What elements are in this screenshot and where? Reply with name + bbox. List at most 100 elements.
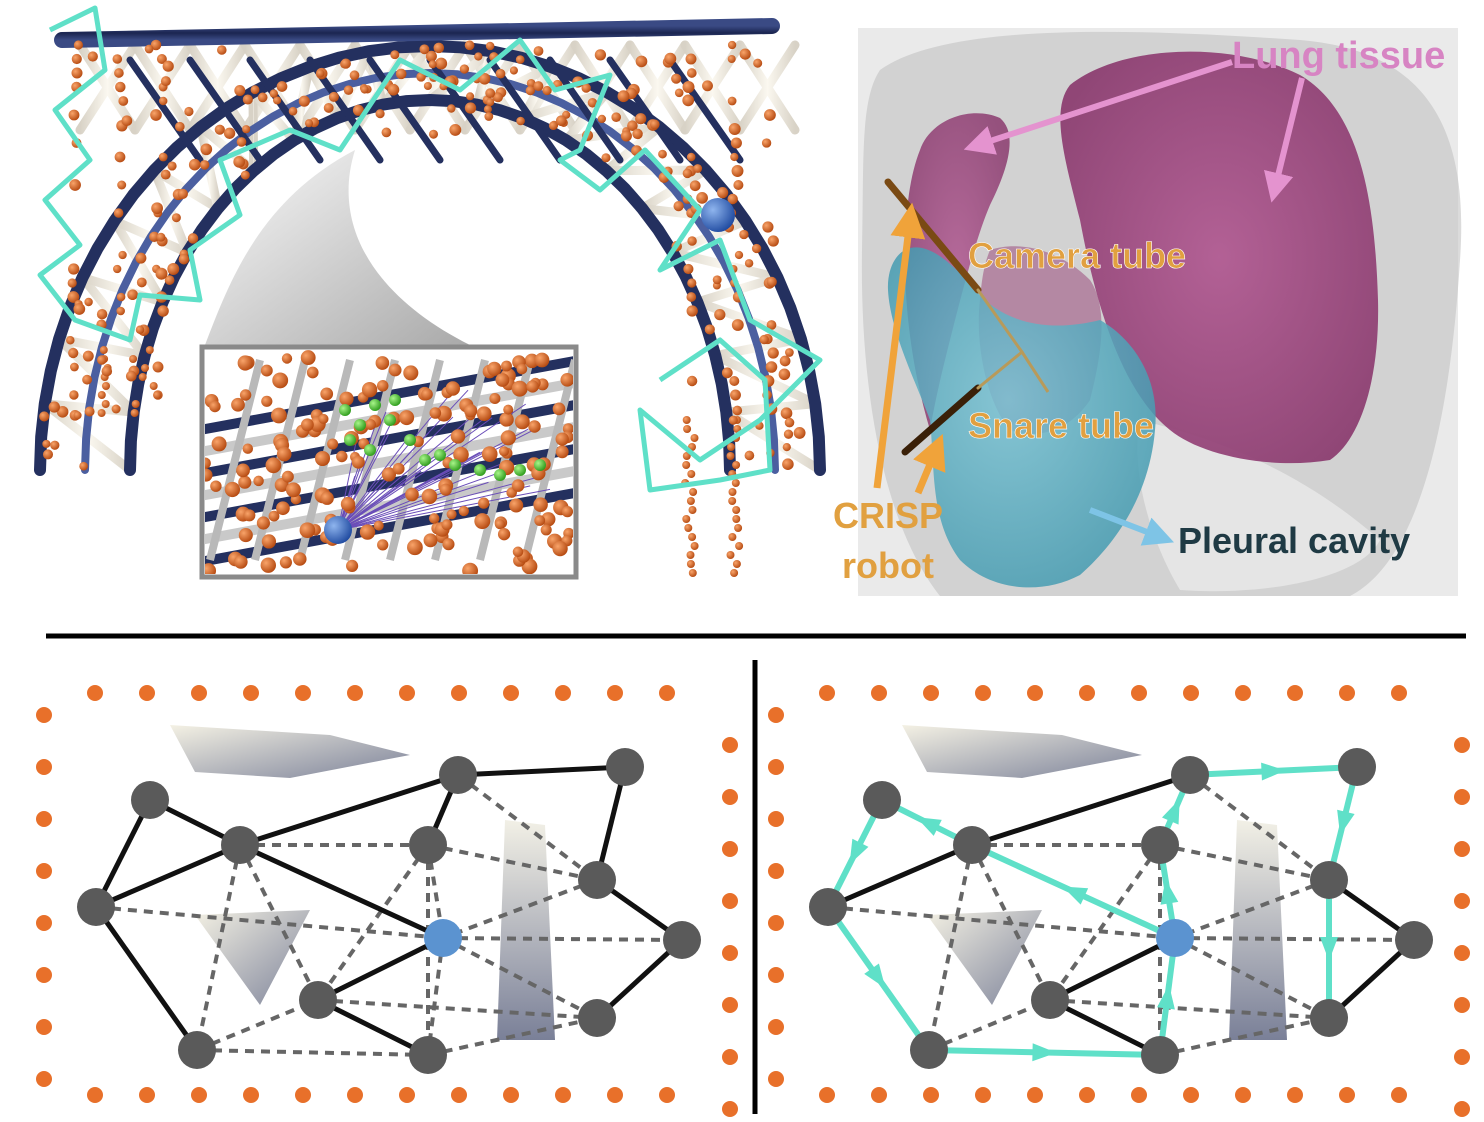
obstacle-point [69,179,81,191]
path-arrowhead [864,963,886,989]
start-node [424,919,462,957]
inset-point [243,509,256,522]
obstacle-point [177,188,188,200]
inset-point [301,418,314,432]
obstacle-point [42,439,51,448]
inset-point [526,380,539,393]
obstacle-point [174,121,185,132]
inset-point [555,432,569,446]
obstacle-point [727,193,738,205]
obstacle-point [732,506,741,514]
obstacle-point [79,461,88,471]
obstacle-point [721,367,733,379]
obstacle-point [763,109,776,121]
inset-point [205,457,211,469]
obstacle-point [493,92,503,103]
obstacle-point [495,68,506,79]
obstacle-point [683,263,694,275]
obstacle-point [686,497,695,505]
obstacle-point [151,202,163,215]
obstacle-point [688,506,697,514]
inset-ray [337,412,492,531]
inset-point [351,455,365,469]
inset-point [503,404,514,415]
obstacle-point [160,76,171,87]
obstacle-point [686,305,698,317]
camera-tube-tip [976,288,1024,354]
inset-point [261,395,273,407]
obstacle-point [375,109,385,119]
tree-edge [1048,997,1162,1058]
inset-ray [337,395,450,531]
inset-point [494,519,506,530]
obstacle-point [732,405,743,416]
inset-point [209,400,221,413]
obstacle-point [673,200,684,212]
obstacle-point [67,291,80,303]
obstacle-point [116,292,126,302]
obstacle-point [82,350,94,362]
inset-ray [337,476,541,531]
boundary-dot [768,759,784,775]
obstacle-point [56,405,69,418]
obstacle-point [516,116,525,126]
boundary-dot [1454,841,1470,857]
candidate-edge [317,998,598,1020]
inset-path-point [474,464,486,476]
path-arrowhead [916,817,942,836]
obstacle-point [509,66,518,75]
obstacle-point [39,411,50,422]
truss-top-deck [54,18,780,48]
tree-edge [316,997,430,1058]
inset-point [272,372,289,389]
inset-point [265,457,282,474]
inset-point [376,380,389,392]
inset-point [377,539,389,551]
obstacle-point [779,355,791,367]
obstacle-point [649,119,660,130]
inset-point [439,483,452,496]
inset-point [237,355,253,371]
inset-ray [337,470,422,531]
obstacle-point [214,124,225,135]
obstacle-point [714,308,726,321]
obstacle-point [425,50,437,62]
obstacle-point [66,336,75,345]
inset-ray [337,428,536,531]
obstacle-point [73,411,82,420]
boundary-dot [36,863,52,879]
boundary-dot [36,1019,52,1035]
boundary-dot [1183,1087,1199,1103]
tree-edge [238,842,445,941]
label-pleural-cavity: Pleural cavity [1178,520,1410,561]
graph-node [221,826,259,864]
obstacle-point [682,461,691,469]
obstacle-point [42,449,54,460]
inset-ray [337,481,489,531]
inset-point [481,446,498,462]
inset-point [489,392,501,405]
obstacle-point [766,320,777,330]
obstacle-point [688,569,697,577]
inset-path-point [384,414,396,426]
path-arrowhead [1062,886,1089,905]
obstacle-point [435,57,448,70]
candidate-edge [427,1016,598,1057]
inset-point [498,446,510,457]
snare-loop [1020,351,1050,393]
obstacle-point [129,355,138,363]
obstacle-point [761,138,772,148]
obstacle-point [732,560,741,568]
obstacle-point [684,524,693,532]
boundary-dot [555,685,571,701]
boundary-dot [36,1071,52,1087]
boundary-dot [347,1087,363,1103]
obstacle-point [727,443,735,451]
inset-point [487,361,502,376]
obstacle-point [730,569,739,577]
obstacle-point [485,88,496,99]
obstacle-point [121,115,133,127]
inset-point [446,509,457,520]
obstacle-point [735,542,744,550]
obstacle-polygon [195,910,310,1005]
